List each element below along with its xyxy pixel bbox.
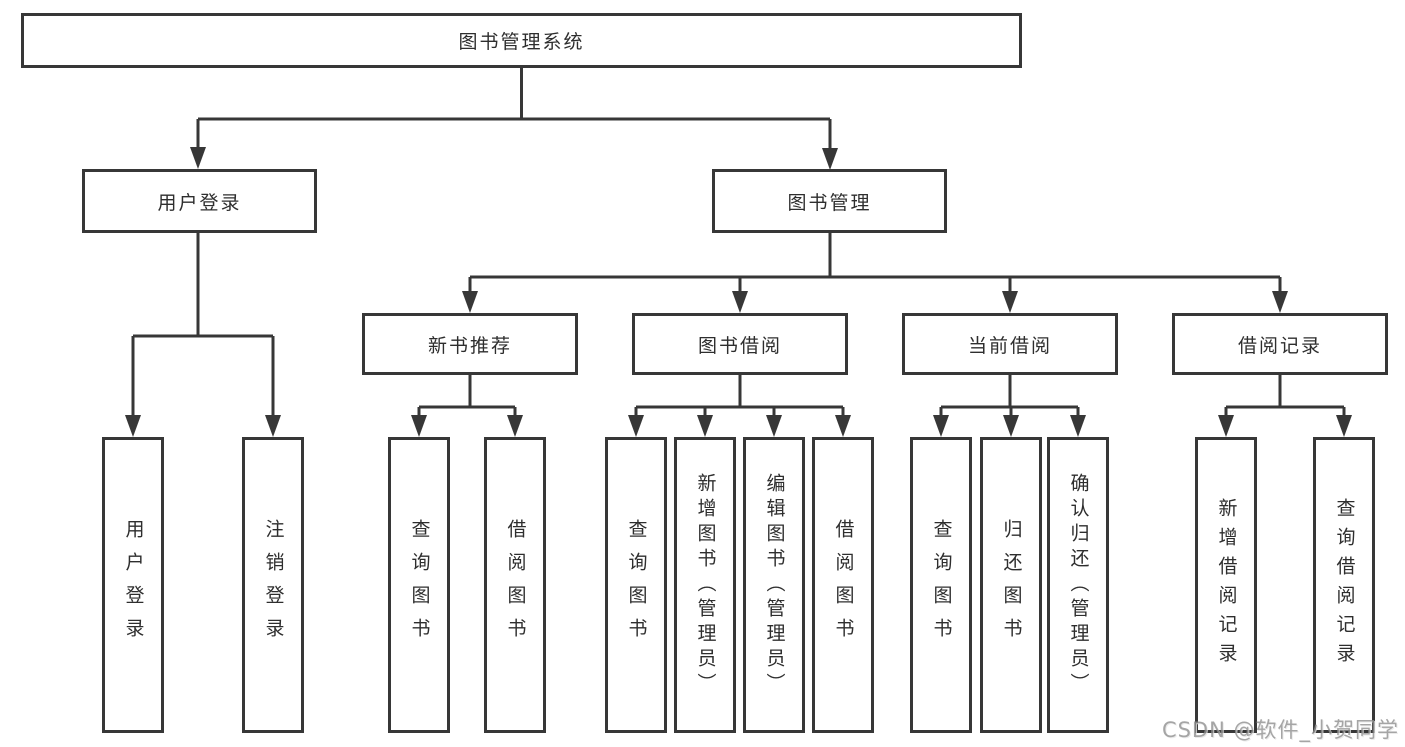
node-borrow-records-label: 借阅记录 bbox=[1237, 334, 1322, 357]
node-user-login-branch-label: 用户登录 bbox=[157, 191, 242, 214]
csdn-watermark: CSDN @软件_小贺同学 bbox=[1161, 718, 1399, 742]
leaf-query-books-current: 查询图书 bbox=[910, 437, 972, 733]
node-current-borrow-label: 当前借阅 bbox=[967, 334, 1052, 357]
node-library-system: 图书管理系统 bbox=[21, 13, 1022, 68]
node-library-system-label: 图书管理系统 bbox=[458, 31, 585, 53]
leaf-return-books: 归还图书 bbox=[980, 437, 1042, 733]
leaf-query-borrow-record: 查询借阅记录 bbox=[1313, 437, 1375, 733]
leaf-confirm-return-admin: 确认归还（管理员） bbox=[1047, 437, 1109, 733]
leaf-edit-book-admin: 编辑图书（管理员） bbox=[743, 437, 805, 733]
arrowheads bbox=[125, 147, 1352, 437]
leaf-borrow-books: 借阅图书 bbox=[812, 437, 874, 733]
node-book-management-branch-label: 图书管理 bbox=[787, 191, 872, 214]
node-current-borrow: 当前借阅 bbox=[902, 313, 1118, 375]
node-new-book-recommend: 新书推荐 bbox=[362, 313, 578, 375]
leaf-add-borrow-record: 新增借阅记录 bbox=[1195, 437, 1257, 733]
leaf-add-book-admin: 新增图书（管理员） bbox=[674, 437, 736, 733]
leaf-query-books-recommend: 查询图书 bbox=[388, 437, 450, 733]
node-user-login-branch: 用户登录 bbox=[82, 169, 317, 233]
leaf-query-books-borrow: 查询图书 bbox=[605, 437, 667, 733]
node-borrow-records: 借阅记录 bbox=[1172, 313, 1388, 375]
leaf-user-login: 用户登录 bbox=[102, 437, 164, 733]
leaf-logout: 注销登录 bbox=[242, 437, 304, 733]
node-book-borrow: 图书借阅 bbox=[632, 313, 848, 375]
node-book-borrow-label: 图书借阅 bbox=[697, 334, 782, 357]
node-book-management-branch: 图书管理 bbox=[712, 169, 947, 233]
node-new-book-recommend-label: 新书推荐 bbox=[427, 334, 512, 357]
leaf-borrow-books-recommend: 借阅图书 bbox=[484, 437, 546, 733]
